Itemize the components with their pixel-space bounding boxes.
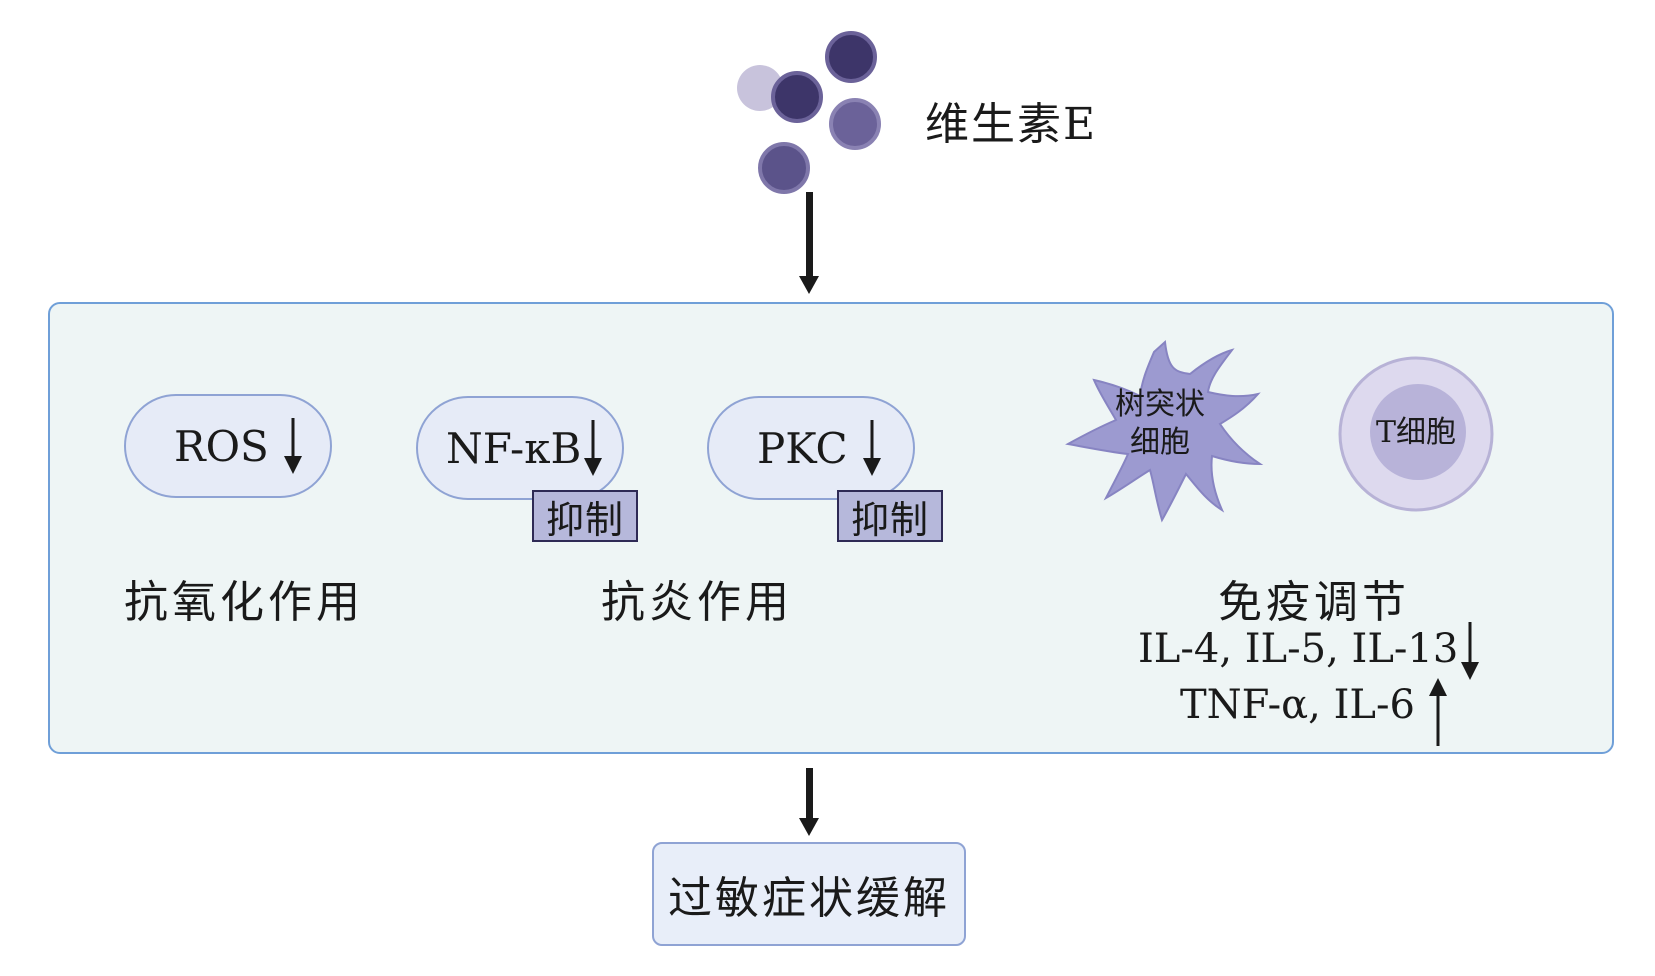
cytokines-down-label: IL-4, IL-5, IL-13 [1138,626,1459,672]
result-box: 过敏症状缓解 [652,842,966,946]
pkc-label: PKC [757,423,848,473]
dendritic-cell-label: 树突状 细胞 [1115,387,1205,460]
arrow-to-result [806,768,813,822]
molecule-mid [758,142,810,194]
down-arrow-icon [584,420,603,476]
ros-label: ROS [174,421,269,471]
ros-pill: ROS [124,394,332,498]
cytokines-up-label: TNF-α, IL-6 [1180,682,1415,728]
t-cell-label: T细胞 [1375,415,1456,450]
mechanism-box: ROS NF-κB 抑制 PKC 抑制 树突状 细胞 T细胞 抗氧化作用 [48,302,1614,754]
arrow-to-result-head [799,818,819,836]
arrow-to-box-head [799,276,819,294]
immune-regulation-label: 免疫调节 [1218,577,1410,628]
pkc-inhibit-badge: 抑制 [837,490,943,542]
up-arrow-icon [1429,678,1447,746]
down-arrow-icon [283,418,302,474]
arrow-to-box [806,192,813,280]
down-arrow-icon [1461,622,1479,680]
t-cell-icon [1338,356,1494,512]
molecule-dark [825,31,877,83]
nfkb-inhibit-badge: 抑制 [532,490,638,542]
nfkb-label: NF-κB [446,423,582,473]
vitamin-e-label: 维生素E [925,99,1098,150]
anti-inflammatory-label: 抗炎作用 [601,577,793,628]
nfkb-pill: NF-κB [416,396,624,500]
molecule-mid [829,98,881,150]
down-arrow-icon [862,420,881,476]
dendritic-cell-icon [1065,339,1264,523]
molecule-dark [771,71,823,123]
pkc-pill: PKC [707,396,915,500]
antioxidant-label: 抗氧化作用 [124,577,364,628]
